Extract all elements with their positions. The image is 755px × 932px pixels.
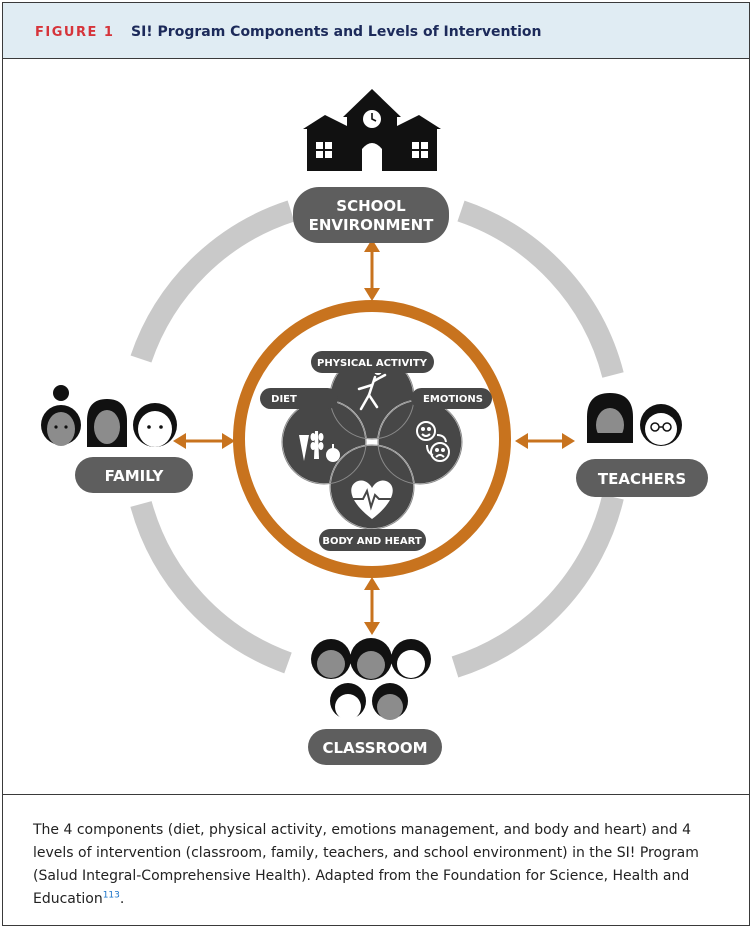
label-physical-activity: PHYSICAL ACTIVITY <box>311 351 434 373</box>
ring-arc-top-right <box>457 200 624 378</box>
caption-reference[interactable]: 113 <box>102 890 120 901</box>
teacher-female-icon <box>587 393 633 443</box>
family-people-icon <box>41 385 177 447</box>
diagram-svg: PHYSICAL ACTIVITY DIET EMOTIONS BODY AND… <box>41 89 708 765</box>
outer-ring <box>130 200 624 678</box>
heart-pulse-icon <box>351 480 393 519</box>
body-heart-text: BODY AND HEART <box>322 536 422 547</box>
arrow-bottom <box>364 577 380 635</box>
physical-activity-text: PHYSICAL ACTIVITY <box>317 358 428 369</box>
diet-text: DIET <box>271 394 297 405</box>
school-label-line2: ENVIRONMENT <box>309 216 435 234</box>
caption-end: . <box>119 891 125 907</box>
student-5-icon <box>372 683 408 720</box>
family-mother-icon <box>41 385 81 446</box>
component-venn <box>281 354 463 530</box>
teachers-people-icon <box>587 393 682 446</box>
label-diet: DIET <box>260 388 338 409</box>
diagram: PHYSICAL ACTIVITY DIET EMOTIONS BODY AND… <box>3 59 749 794</box>
emotions-text: EMOTIONS <box>423 394 483 405</box>
label-emotions: EMOTIONS <box>411 388 492 409</box>
school-environment-badge: SCHOOL ENVIRONMENT <box>293 187 449 243</box>
teachers-badge: TEACHERS <box>576 459 708 497</box>
family-label: FAMILY <box>105 467 165 485</box>
school-building-icon <box>303 89 441 171</box>
food-icon <box>299 431 340 462</box>
emotion-faces-icon <box>416 421 450 462</box>
label-body-and-heart: BODY AND HEART <box>319 529 426 551</box>
ring-arc-bottom-left <box>130 501 292 674</box>
caption-area: The 4 components (diet, physical activit… <box>3 794 749 925</box>
family-child-icon <box>87 399 127 447</box>
teachers-label: TEACHERS <box>598 470 686 488</box>
classroom-label: CLASSROOM <box>322 739 427 757</box>
figure-caption: The 4 components (diet, physical activit… <box>33 819 723 911</box>
arrow-top <box>364 239 380 301</box>
figure-title: SI! Program Components and Levels of Int… <box>131 24 542 40</box>
teacher-male-icon <box>640 404 682 446</box>
figure-label: FIGURE 1 <box>35 25 115 40</box>
arrows <box>173 239 575 635</box>
arrow-left <box>173 433 235 449</box>
family-badge: FAMILY <box>75 457 193 493</box>
arrow-right <box>515 433 575 449</box>
classroom-badge: CLASSROOM <box>308 729 442 765</box>
student-1-icon <box>311 639 351 679</box>
ring-arc-bottom-right <box>451 494 624 678</box>
student-3-icon <box>391 639 431 679</box>
ring-arc-top-left <box>130 200 295 363</box>
family-father-icon <box>133 403 177 447</box>
school-label-line1: SCHOOL <box>336 197 406 215</box>
caption-text: The 4 components (diet, physical activit… <box>33 822 699 907</box>
student-4-icon <box>330 683 366 720</box>
figure-header: FIGURE 1 SI! Program Components and Leve… <box>3 3 749 59</box>
students-people-icon <box>311 638 431 720</box>
student-2-icon <box>350 638 392 680</box>
